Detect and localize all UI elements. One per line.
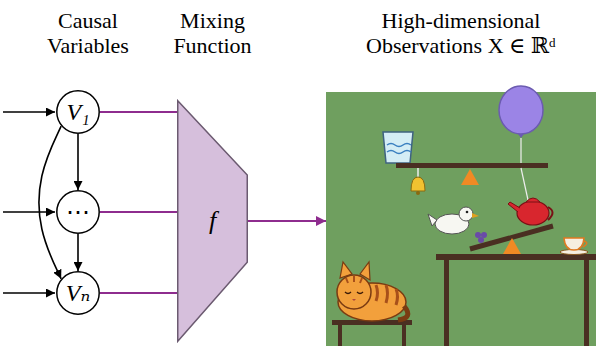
water-wave (387, 151, 411, 154)
circle-shape (57, 272, 99, 314)
stool-leg (402, 325, 406, 346)
balloon-knot (518, 134, 524, 138)
grape (478, 237, 484, 243)
grape (481, 232, 487, 238)
node-label: ⋯ (56, 200, 100, 224)
stool-leg (338, 325, 342, 346)
scene-illustration (326, 86, 596, 346)
teapot-lid (526, 198, 540, 202)
circle-shape (57, 91, 99, 133)
causal-arrow (77, 134, 79, 190)
input-arrow (3, 211, 55, 213)
bell-clapper (416, 191, 420, 195)
node-label: Vₙ (56, 281, 100, 305)
heading-text: Mixing Function (157, 8, 269, 59)
cat-tail (398, 306, 408, 320)
water-glass (383, 132, 413, 163)
cat-stripe (376, 285, 378, 301)
cat-stripe (386, 285, 388, 303)
cat-eye (357, 292, 363, 294)
balloon (499, 86, 543, 134)
teapot-handle (548, 207, 553, 220)
variable-circle: Vₙ (56, 271, 100, 315)
teapot-body (517, 201, 549, 225)
mixing-connector (248, 220, 326, 222)
variable-circle: V₁ (56, 90, 100, 134)
orange-pivot (503, 238, 521, 254)
node-label: V₁ (56, 100, 100, 124)
cup-handle (583, 241, 587, 247)
cat-eye (345, 292, 351, 294)
cat-nose (352, 299, 356, 301)
bell (411, 177, 425, 191)
variable-circle: ⋯ (56, 190, 100, 234)
table-leg (444, 260, 449, 346)
cat-head (337, 275, 371, 309)
heading-text: High-dimensional Observations X ∈ ℝᵈ (333, 8, 589, 59)
bird-beak (472, 213, 479, 218)
circle-shape (57, 191, 99, 233)
causal-arrow (77, 234, 79, 271)
node-label: f (177, 208, 248, 234)
tea-cup (564, 238, 584, 250)
balloon-string (520, 138, 521, 163)
observation-image: High-dimensional Observations X ∈ ℝᵈ (326, 92, 596, 346)
teapot-string (521, 168, 528, 200)
mixing-function-trapezoid: Mixing Functionf (177, 100, 248, 342)
orange-pivot (461, 169, 479, 185)
teapot-spout (508, 202, 520, 212)
scene-background (326, 92, 596, 346)
column-heading: Causal Variables (33, 8, 143, 59)
label-holder: Causal Variables (33, 8, 143, 59)
grape (475, 232, 481, 238)
upper-shelf (396, 163, 548, 168)
table-leg (584, 260, 589, 346)
bird-tail (428, 214, 437, 226)
trapezoid-shape (178, 101, 248, 342)
input-arrow (3, 292, 55, 294)
causal-arrow (39, 126, 61, 279)
cat-stripe (396, 289, 398, 305)
water-wave (387, 144, 411, 147)
bird-head (459, 207, 473, 221)
input-arrow (3, 111, 55, 113)
bird-eye (466, 211, 469, 214)
mixing-connector (100, 292, 177, 294)
cat-forehead-stripes (346, 276, 362, 283)
bell-string (417, 168, 419, 177)
mixing-connector (100, 211, 177, 213)
mixing-connector (100, 111, 177, 113)
